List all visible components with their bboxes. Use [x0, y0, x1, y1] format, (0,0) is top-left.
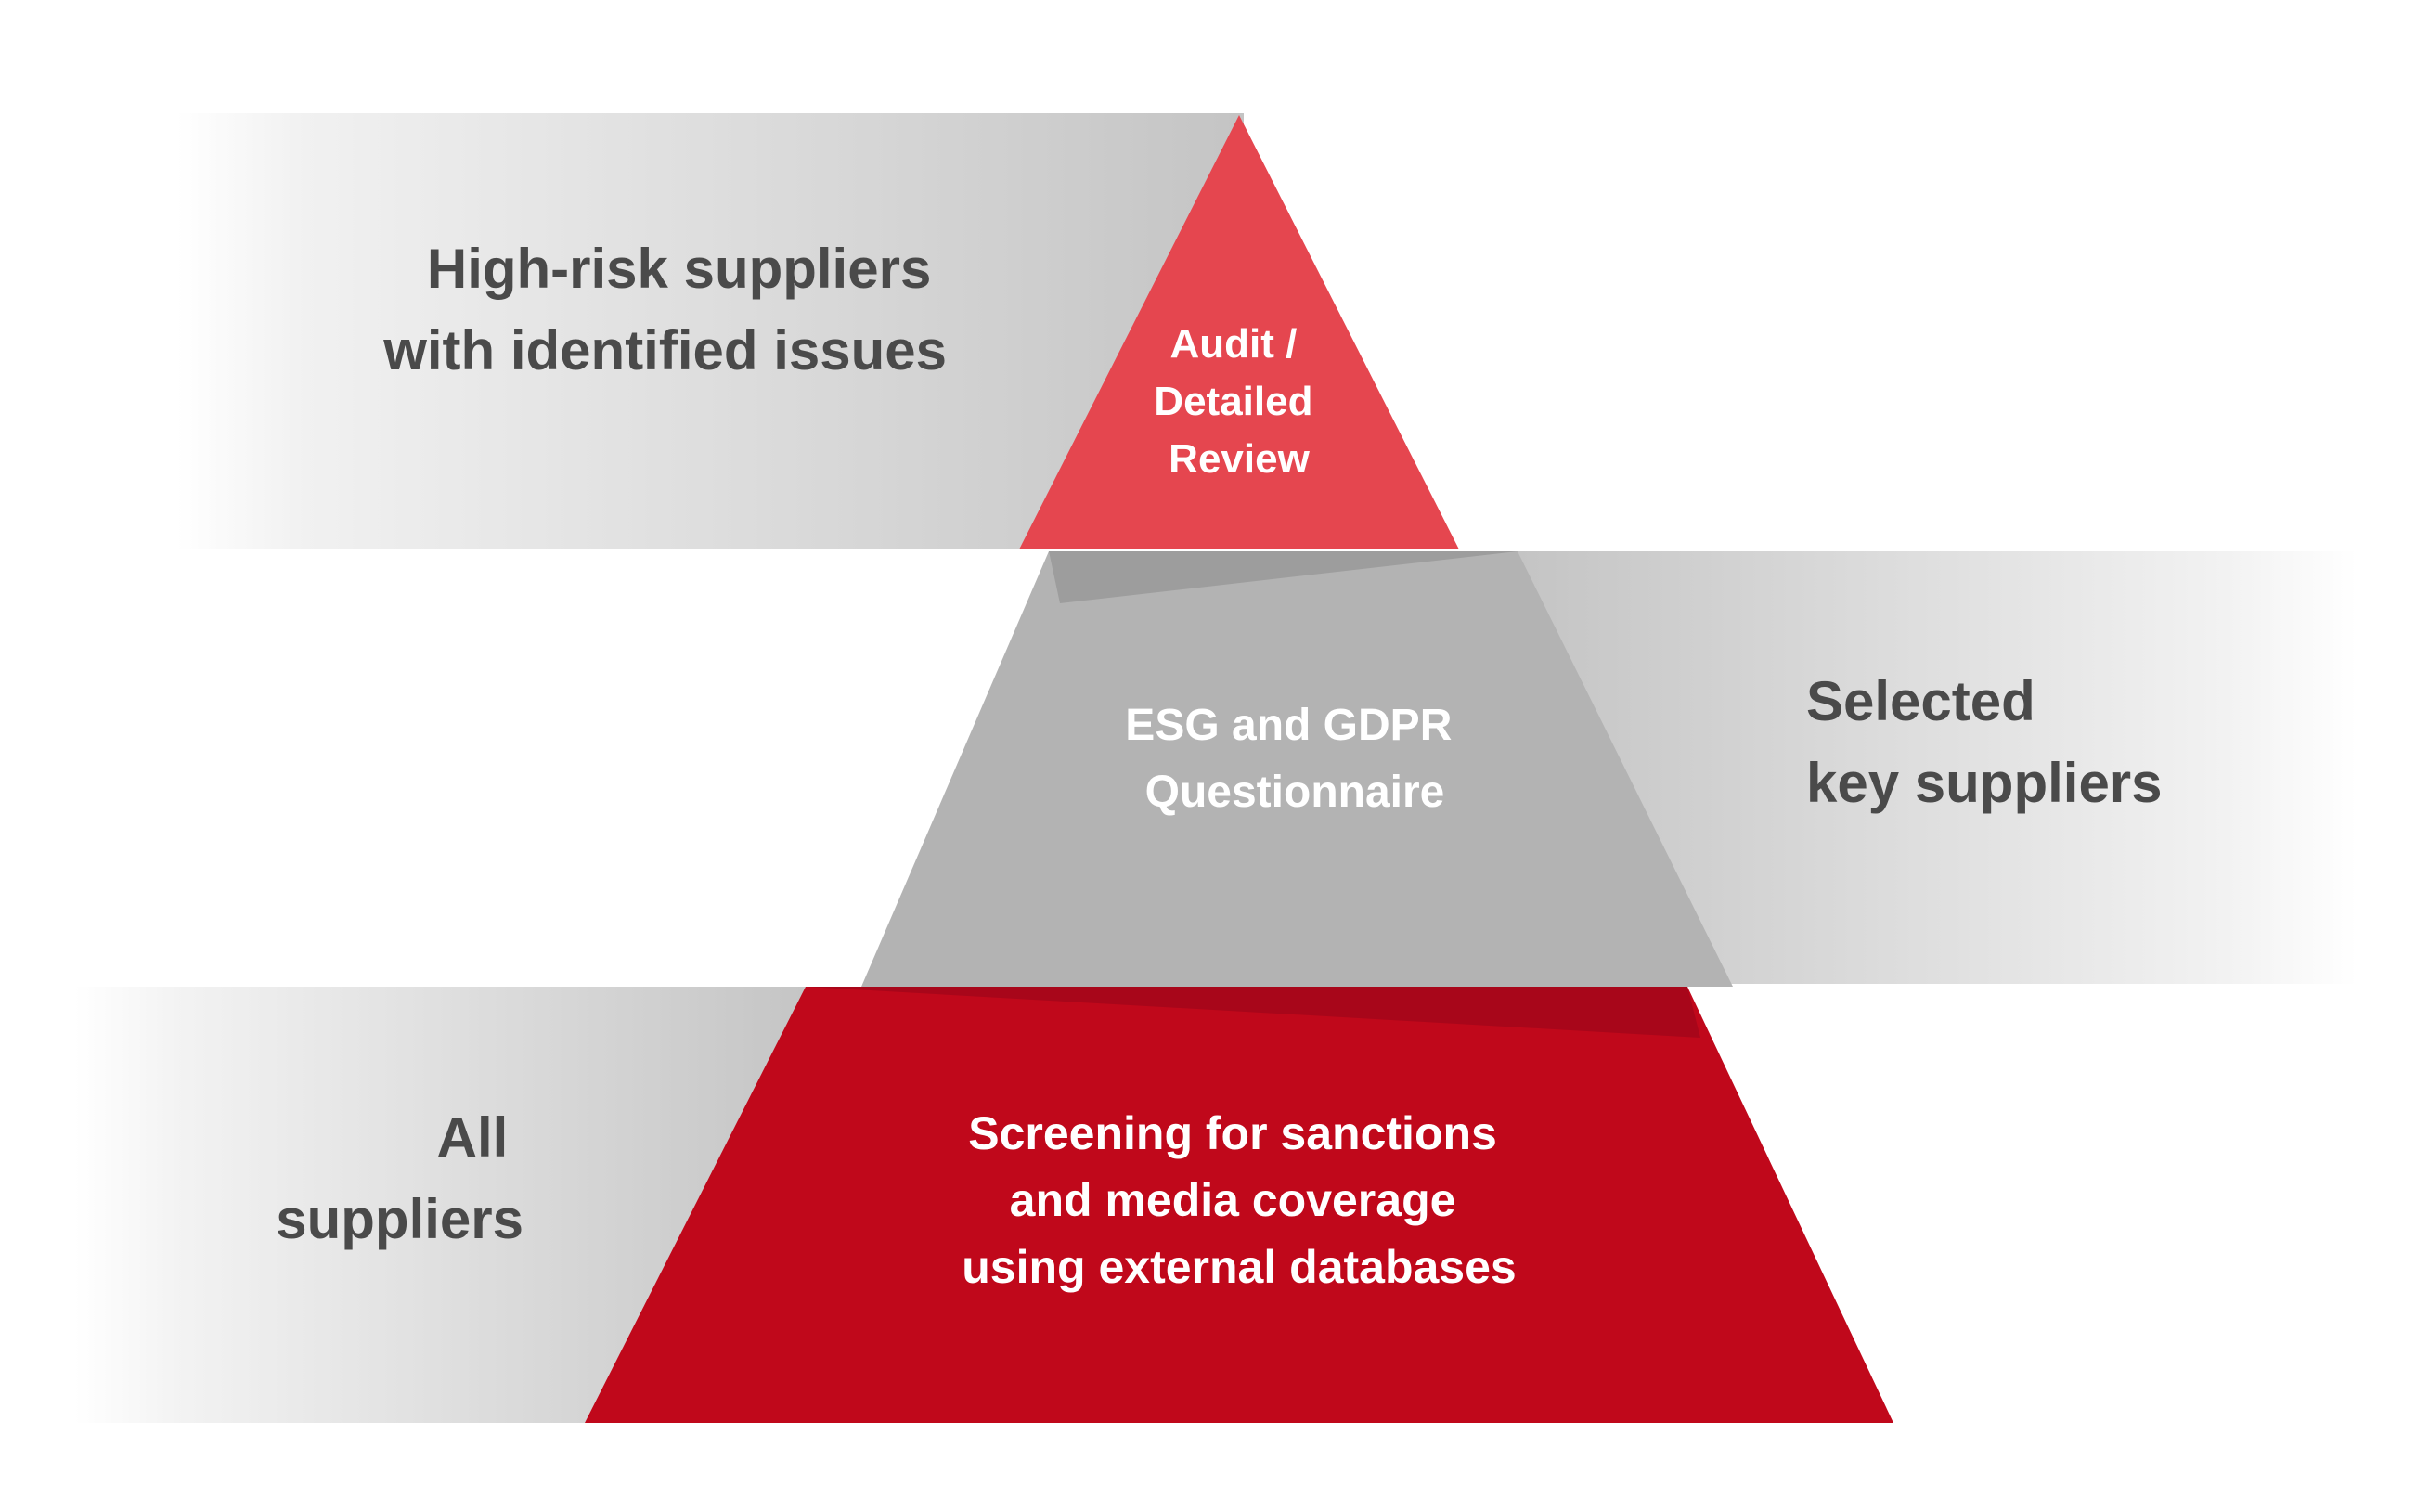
bottom-band-line-2: suppliers	[276, 1188, 523, 1250]
bottom-tier-line-1: Screening for sanctions	[968, 1107, 1497, 1159]
top-tier	[1019, 115, 1459, 549]
middle-tier-line-1: ESG and GDPR	[1125, 701, 1452, 750]
top-tier-line-2: Detailed	[1154, 379, 1312, 424]
middle-tier-shadow	[1049, 551, 1518, 603]
top-tier-line-3: Review	[1169, 436, 1310, 482]
middle-tier-line-2: Questionnaire	[1145, 768, 1445, 817]
middle-band-line-1: Selected	[1806, 670, 2035, 732]
bottom-tier	[585, 987, 1893, 1423]
bottom-tier-line-3: using external databases	[962, 1241, 1516, 1293]
bottom-tier-line-2: and media coverage	[1010, 1174, 1456, 1226]
middle-band-line-2: key suppliers	[1806, 752, 2163, 814]
bottom-tier-label: Screening for sanctions and media covera…	[962, 1107, 1516, 1293]
top-tier-label: Audit / Detailed Review	[1154, 321, 1324, 482]
middle-tier-label: ESG and GDPR Questionnaire	[1125, 701, 1464, 817]
middle-band-label: Selected key suppliers	[1806, 670, 2163, 814]
top-tier-line-1: Audit /	[1169, 321, 1297, 367]
top-band-line-2: with identified issues	[382, 319, 947, 381]
bottom-band-label: All suppliers	[276, 1106, 523, 1250]
bottom-band-line-1: All	[437, 1106, 509, 1169]
bottom-tier-shadow	[806, 987, 1700, 1038]
middle-tier	[861, 551, 1733, 987]
top-band-line-1: High-risk suppliers	[427, 238, 931, 300]
top-band-label: High-risk suppliers with identified issu…	[382, 238, 947, 381]
